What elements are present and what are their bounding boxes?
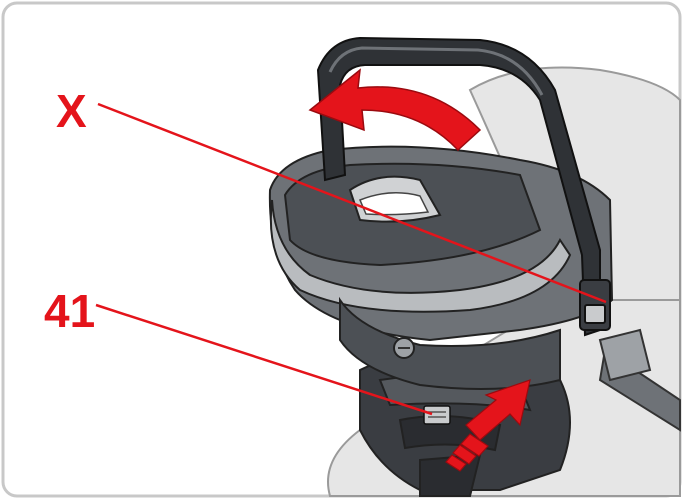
belt-buckle [600,330,650,380]
release-button-41 [424,406,450,424]
callout-label-x: X [56,88,87,134]
callout-label-41: 41 [44,288,95,334]
